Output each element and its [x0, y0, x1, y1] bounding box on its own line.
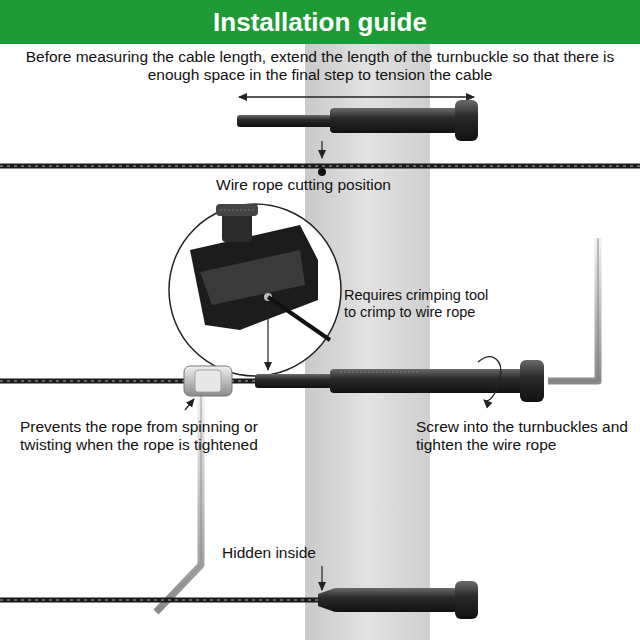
leader-arrow — [185, 399, 194, 410]
leader-arrow — [267, 305, 268, 370]
hidden-label: Hidden inside — [222, 544, 352, 562]
allen-key-edge — [548, 238, 598, 381]
cut-arrow — [321, 141, 322, 158]
crimp-note: Requires crimping tool to crimp to wire … — [344, 287, 494, 320]
wire-rope — [0, 600, 325, 601]
allen-key — [548, 238, 598, 381]
length-arrow — [239, 96, 474, 97]
title: Installation guide — [0, 0, 640, 44]
turnbuckle — [237, 100, 478, 141]
wire-rope — [0, 166, 640, 167]
cut-point — [318, 168, 326, 176]
leader-arrow — [321, 566, 322, 590]
turnbuckle — [318, 581, 478, 619]
clamp-note: Prevents the rope from spinning or twist… — [20, 418, 310, 454]
cut-label: Wire rope cutting position — [216, 176, 436, 194]
instruction-note: Before measuring the cable length, exten… — [20, 48, 620, 84]
header-band — [0, 0, 640, 44]
rope-clamp — [184, 366, 232, 396]
crimp-inset — [169, 204, 341, 376]
tighten-note: Screw into the turnbuckles and tighten t… — [416, 418, 636, 454]
rotation-arrow — [478, 357, 501, 401]
